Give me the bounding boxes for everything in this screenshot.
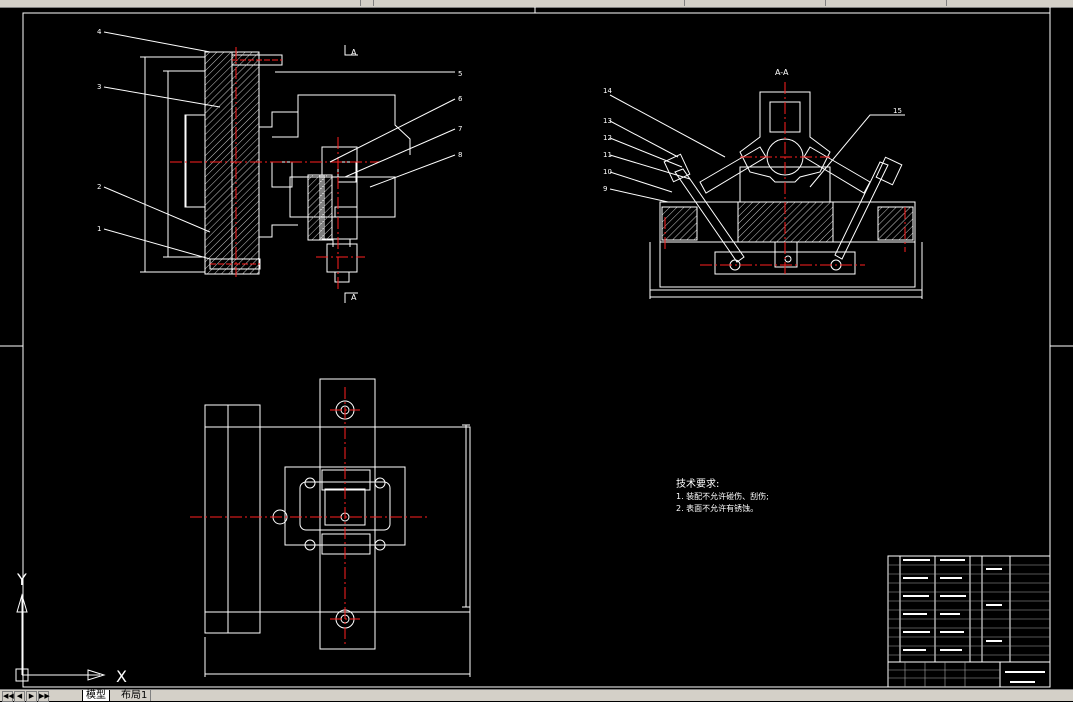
tech-requirements: 技术要求: 1. 装配不允许碰伤、刮伤; 2. 表面不允许有锈蚀。 <box>676 477 769 513</box>
balloon-3: 3 <box>97 83 101 91</box>
section-mark-bottom: A <box>351 293 357 302</box>
balloon-11: 11 <box>603 151 612 159</box>
balloon-8: 8 <box>458 151 462 159</box>
front-view-balloons: 4 3 2 1 5 6 7 8 A A <box>97 28 463 302</box>
last-tab-button[interactable]: ▶▶ <box>38 691 50 702</box>
section-mark-top: A <box>351 48 357 57</box>
section-view-title: A-A <box>775 68 789 77</box>
tab-model[interactable]: 模型 <box>82 690 110 702</box>
tech-requirement-item: 1. 装配不允许碰伤、刮伤; <box>676 491 769 501</box>
next-tab-button[interactable]: ▶ <box>26 691 37 702</box>
drawing-canvas[interactable]: 4 3 2 1 5 6 7 8 A A <box>0 7 1073 689</box>
prev-tab-button[interactable]: ◀ <box>14 691 25 702</box>
balloon-9: 9 <box>603 185 607 193</box>
balloon-13: 13 <box>603 117 612 125</box>
balloon-5: 5 <box>458 70 462 78</box>
balloon-15: 15 <box>893 107 902 115</box>
ucs-icon <box>15 593 106 682</box>
toolbar-segment <box>374 0 685 6</box>
tech-requirements-title: 技术要求: <box>676 477 719 490</box>
section-view-a-a <box>609 82 923 299</box>
front-view <box>103 31 456 303</box>
section-view-balloons: A-A 14 13 12 11 10 9 15 <box>603 68 902 193</box>
balloon-2: 2 <box>97 183 101 191</box>
drawing-frame <box>0 7 1073 688</box>
first-tab-button[interactable]: ◀◀ <box>2 691 14 702</box>
top-toolbar-strip <box>0 0 1073 8</box>
toolbar-segment <box>361 0 374 6</box>
ucs-y-label: Y <box>16 570 27 589</box>
ucs-x-label: X <box>116 667 127 686</box>
balloon-14: 14 <box>603 87 612 95</box>
balloon-6: 6 <box>458 95 463 103</box>
toolbar-segment <box>685 0 826 6</box>
layout-tab-bar: ◀◀ ◀ ▶ ▶▶ 模型 布局1 <box>0 689 1073 702</box>
tab-layout1[interactable]: 布局1 <box>118 690 152 701</box>
tech-requirement-item: 2. 表面不允许有锈蚀。 <box>676 503 758 513</box>
balloon-10: 10 <box>603 168 612 176</box>
balloon-12: 12 <box>603 134 612 142</box>
toolbar-segment <box>826 0 947 6</box>
balloon-7: 7 <box>458 125 462 133</box>
balloon-1: 1 <box>97 225 101 233</box>
toolbar-segment <box>0 0 361 6</box>
title-block <box>887 555 1051 688</box>
balloon-4: 4 <box>97 28 102 36</box>
top-view <box>190 378 471 677</box>
